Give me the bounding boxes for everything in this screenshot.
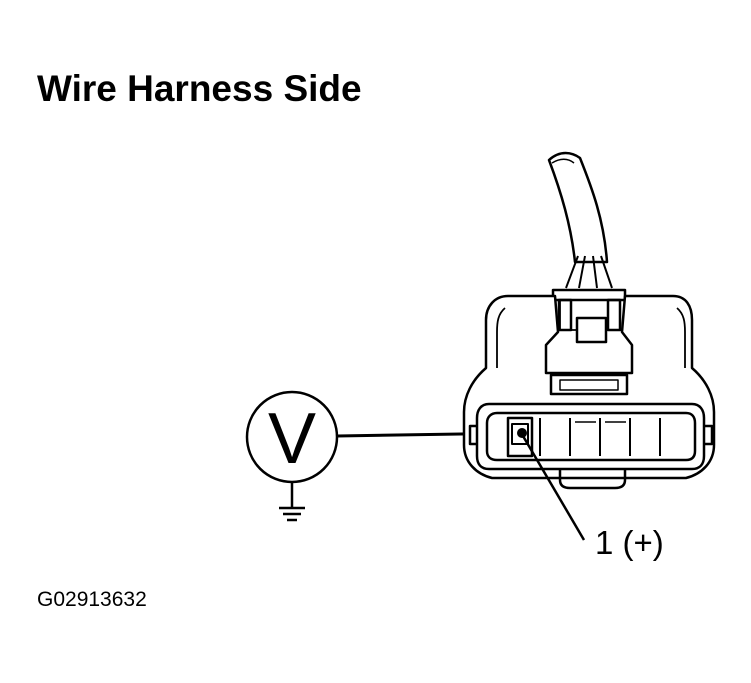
ground-icon xyxy=(279,482,305,522)
figure-code: G02913632 xyxy=(37,588,147,611)
voltmeter-icon: V xyxy=(245,390,339,484)
wire-harness-connector-icon xyxy=(462,151,716,490)
voltmeter-symbol: V xyxy=(268,399,316,479)
diagram-title: Wire Harness Side xyxy=(37,68,362,109)
pin-1-leader-line xyxy=(521,435,586,541)
pin-1-probe-point xyxy=(517,428,527,438)
pin-1-label: 1 (+) xyxy=(595,524,664,561)
